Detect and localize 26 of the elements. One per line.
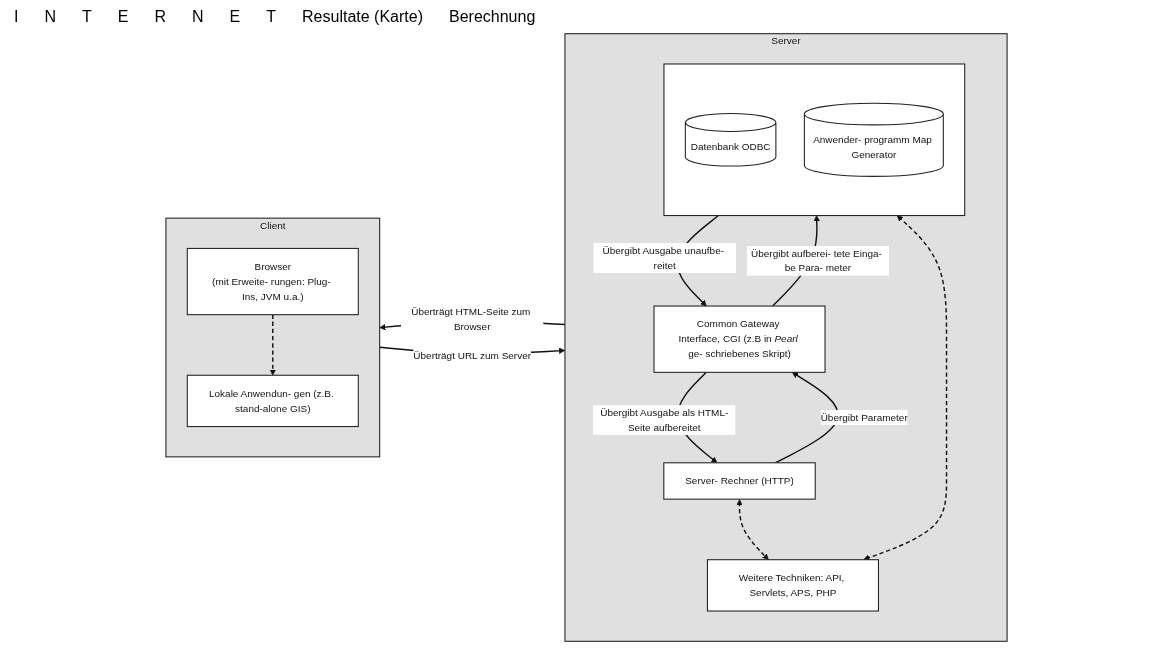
text-label: E xyxy=(116,7,130,27)
edge-label: Übergibt Ausgabe als HTML-Seite aufbereitet xyxy=(600,406,729,433)
node-box: Common Gateway Interface, CGI (z.B in Pearl ge- schriebenes Skript) xyxy=(653,305,826,373)
text-label: Resultate (Karte) xyxy=(301,7,424,27)
text-label: E xyxy=(228,7,242,27)
node-box: Lokale Anwendun- gen (z.B. stand-alone GIS) xyxy=(186,374,359,428)
text-label: R xyxy=(153,7,168,27)
arrow xyxy=(269,314,276,376)
node-box: Weitere Techniken: API, Servlets, APS, PHP xyxy=(706,559,879,612)
text-label: T xyxy=(265,7,278,27)
text-label: N xyxy=(191,7,205,27)
edge-label: Überträgt URL zum Server xyxy=(413,349,532,362)
text-label: I xyxy=(13,7,20,27)
arrow xyxy=(736,499,769,560)
arrow xyxy=(863,215,948,561)
node-box: Server- Rechner (HTTP) xyxy=(663,462,816,500)
cluster xyxy=(663,63,966,217)
node-box: Browser (mit Erweite- rungen: Plug- Ins, JVM u.a.) xyxy=(186,247,359,316)
text-label: T xyxy=(81,7,93,27)
edge-label: Übergibt aufberei- tete Einga- be Para- meter xyxy=(751,247,882,274)
edge-label: Überträgt HTML-Seite zum Browser xyxy=(411,305,531,332)
edge-label: Übergibt Parameter xyxy=(820,411,908,423)
text-label: N xyxy=(43,7,57,27)
edge-label: Übergibt Ausgabe unaufbe- reitet xyxy=(602,244,725,271)
arrow xyxy=(774,372,839,464)
text-label: Berechnung xyxy=(448,7,537,27)
